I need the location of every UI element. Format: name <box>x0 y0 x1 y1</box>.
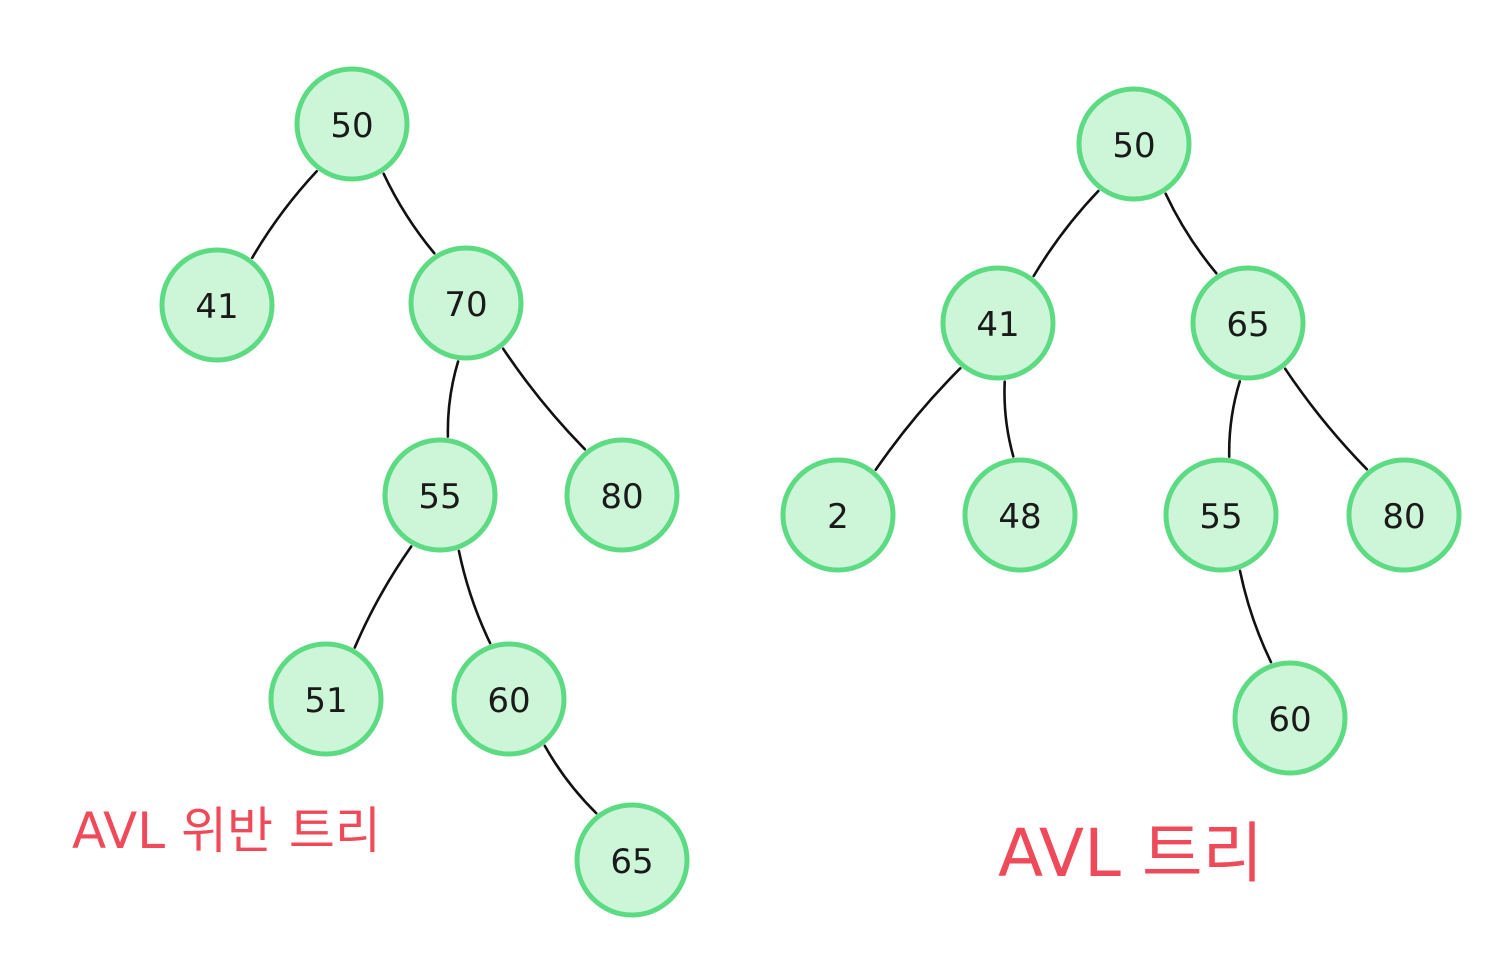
node-label-right-55: 55 <box>1199 497 1242 537</box>
node-left-65 <box>574 802 690 918</box>
node-right-80 <box>1346 457 1462 573</box>
node-right-2 <box>780 457 896 573</box>
node-label-left-51: 51 <box>304 681 347 721</box>
node-label-right-50: 50 <box>1112 126 1155 166</box>
node-label-left-80: 80 <box>600 477 643 517</box>
node-right-50 <box>1076 86 1192 202</box>
node-right-65 <box>1190 265 1306 381</box>
edge-m65-m80 <box>1283 367 1369 471</box>
node-left-60 <box>451 641 567 757</box>
edge-n50-n70 <box>382 172 436 255</box>
node-left-51 <box>268 641 384 757</box>
node-right-41 <box>940 265 1056 381</box>
node-label-right-60: 60 <box>1268 700 1311 740</box>
edge-n55-n51 <box>353 545 413 649</box>
node-label-left-41: 41 <box>195 287 238 327</box>
edge-n50-n41 <box>250 169 319 260</box>
node-left-50 <box>294 66 410 182</box>
node-right-60 <box>1232 660 1348 776</box>
node-left-80 <box>564 437 680 553</box>
node-right-55 <box>1163 457 1279 573</box>
node-label-left-50: 50 <box>330 106 373 146</box>
edge-n60-n65 <box>543 744 598 815</box>
caption-avl-violation-tree: AVL 위반 트리 <box>72 802 381 860</box>
node-label-left-55: 55 <box>418 477 461 517</box>
node-label-right-65: 65 <box>1226 305 1269 345</box>
edge-m50-m65 <box>1164 192 1218 275</box>
node-label-left-60: 60 <box>487 681 530 721</box>
edge-n55-n60 <box>457 549 492 645</box>
node-label-right-2: 2 <box>827 497 849 537</box>
caption-avl-tree: AVL 트리 <box>998 815 1263 892</box>
node-right-48 <box>962 457 1078 573</box>
node-left-55 <box>382 437 498 553</box>
node-label-right-48: 48 <box>998 497 1041 537</box>
edge-m41-m2 <box>874 367 962 471</box>
node-label-left-70: 70 <box>444 285 487 325</box>
avl-tree: 50 41 65 2 48 55 80 60 <box>780 86 1462 776</box>
node-label-right-41: 41 <box>976 305 1019 345</box>
edge-m41-m48 <box>1003 380 1015 458</box>
node-label-right-80: 80 <box>1382 497 1425 537</box>
edge-m50-m41 <box>1032 189 1100 278</box>
node-left-41 <box>159 247 275 363</box>
edge-m65-m55 <box>1227 380 1242 458</box>
edge-n70-n80 <box>501 347 587 451</box>
node-label-left-65: 65 <box>610 842 653 882</box>
edge-m55-m60 <box>1238 569 1273 664</box>
edge-n70-n55 <box>446 360 460 438</box>
avl-violation-tree: 50 41 70 55 80 51 60 65 <box>159 66 690 918</box>
node-left-70 <box>408 245 524 361</box>
